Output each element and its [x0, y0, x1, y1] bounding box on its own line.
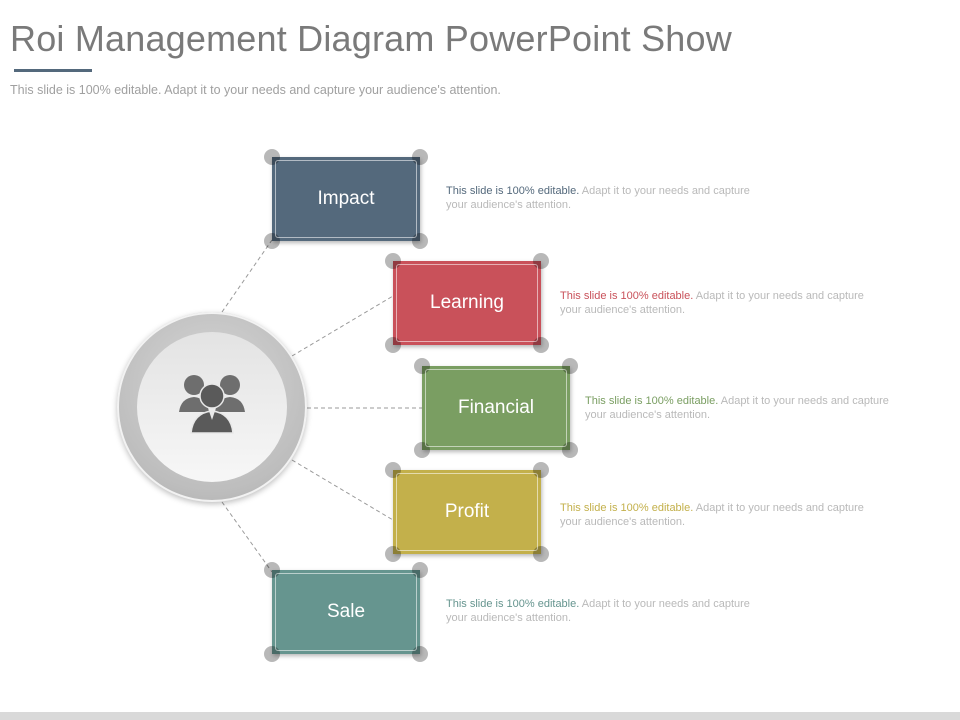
connector-line-sale	[221, 501, 273, 573]
card-label-profit: Profit	[444, 501, 490, 522]
title-underline	[14, 69, 92, 72]
card-sale: Sale	[264, 562, 428, 662]
card-impact: Impact	[264, 149, 428, 249]
description-rest: Adapt it to your needs and capture your …	[446, 185, 750, 211]
description-financial: This slide is 100% editable. Adapt it to…	[585, 394, 895, 422]
description-lead: This slide is 100% editable.	[560, 290, 694, 302]
card-learning: Learning	[385, 253, 549, 353]
description-rest: Adapt it to your needs and capture your …	[560, 290, 864, 316]
card-financial: Financial	[414, 358, 578, 458]
description-lead: This slide is 100% editable.	[585, 395, 719, 407]
description-learning: This slide is 100% editable. Adapt it to…	[560, 289, 870, 317]
center-hub-inner	[137, 332, 287, 482]
connector-line-learning	[291, 295, 394, 357]
description-rest: Adapt it to your needs and capture your …	[560, 502, 864, 528]
card-label-learning: Learning	[430, 292, 504, 313]
connector-line-impact	[221, 239, 273, 313]
center-hub-circle	[117, 312, 307, 502]
footer-bar	[0, 712, 960, 720]
slide-subtitle: This slide is 100% editable. Adapt it to…	[10, 83, 501, 97]
connector-line-profit	[291, 459, 394, 521]
description-sale: This slide is 100% editable. Adapt it to…	[446, 597, 756, 625]
description-rest: Adapt it to your needs and capture your …	[585, 395, 889, 421]
description-lead: This slide is 100% editable.	[446, 598, 580, 610]
people-group-icon	[176, 370, 248, 447]
card-label-impact: Impact	[317, 188, 375, 209]
description-impact: This slide is 100% editable. Adapt it to…	[446, 184, 756, 212]
description-profit: This slide is 100% editable. Adapt it to…	[560, 501, 870, 529]
card-label-financial: Financial	[457, 397, 535, 418]
description-rest: Adapt it to your needs and capture your …	[446, 598, 750, 624]
card-label-sale: Sale	[326, 601, 366, 622]
description-lead: This slide is 100% editable.	[446, 185, 580, 197]
slide-title: Roi Management Diagram PowerPoint Show	[10, 18, 732, 59]
description-lead: This slide is 100% editable.	[560, 502, 694, 514]
card-profit: Profit	[385, 462, 549, 562]
